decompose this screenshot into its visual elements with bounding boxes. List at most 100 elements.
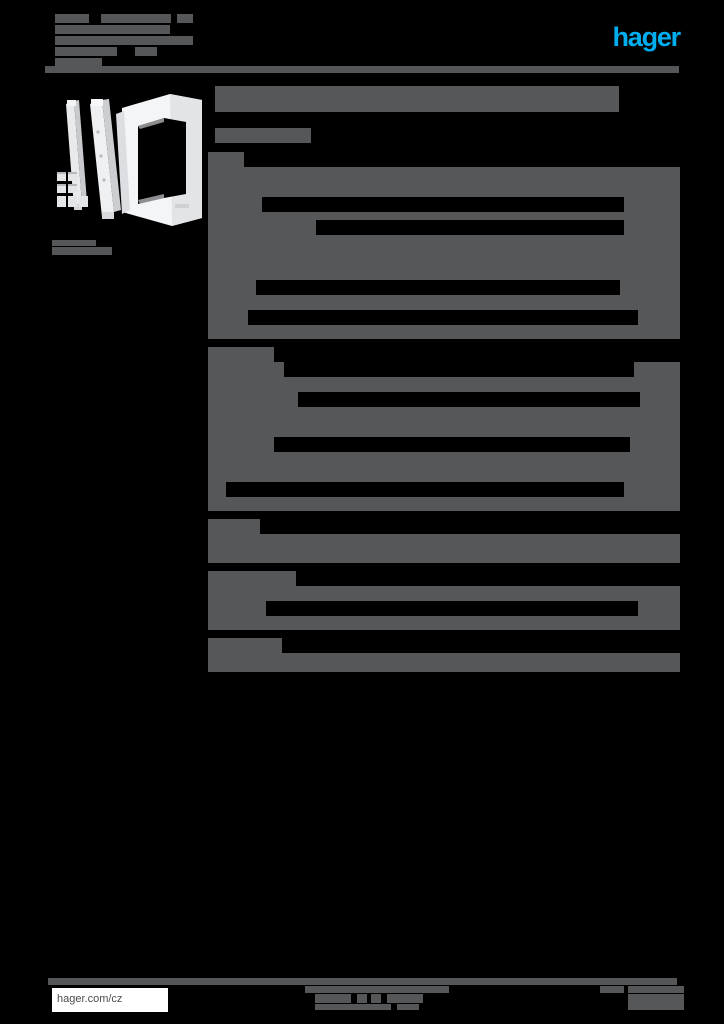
header-meta-line-6 [135,47,157,56]
spec-row-label [208,220,316,235]
table-row [208,549,680,563]
table-row [208,437,680,452]
header-meta-line-2 [177,14,193,23]
table-row [208,250,680,265]
table-row [208,265,680,280]
page-subtitle [215,128,311,143]
specification-table [208,152,680,672]
table-row [208,452,680,467]
footer-center-line-2 [357,994,367,1003]
footer-page-number [600,986,715,1010]
spec-row-label [208,310,248,325]
footer-right-line-2 [628,994,684,1010]
spec-row-leader [256,280,620,295]
footer-right-line-1 [628,986,684,993]
spec-group-gap [208,511,680,519]
table-row [208,392,680,407]
spec-row-label [208,497,458,511]
product-photo [52,86,202,232]
spec-group-heading [208,519,680,534]
spec-row-label [208,182,348,197]
header-meta-block [55,14,195,66]
spec-group-heading-text [208,152,244,167]
footer-center-line-3 [371,994,381,1003]
spec-group-heading-text [208,519,260,534]
footer-center-line-4 [387,994,423,1003]
footer-center-line-1 [315,994,351,1003]
spec-row-leader [316,220,624,235]
spec-row-value [624,197,680,212]
spec-group [208,586,680,630]
spec-row-label [208,549,468,563]
spec-row-label [208,377,284,392]
spec-row-label [208,437,274,452]
table-row [208,362,680,377]
product-caption [52,240,157,256]
table-row [208,497,680,511]
footer-center-line-5 [315,1004,391,1010]
spec-group-gap [208,339,680,347]
footer-divider [48,978,677,985]
spec-group [208,362,680,511]
spec-row-label [208,325,413,339]
spec-row-label [208,280,256,295]
spec-group-heading [208,347,680,362]
table-row [208,212,680,220]
spec-group-heading-text [208,347,274,362]
spec-group-heading-text [208,638,282,653]
spec-group [208,167,680,339]
spec-row-label [208,250,328,265]
page-title-text [215,86,619,112]
table-row [208,220,680,235]
spec-row-label [208,467,448,482]
spec-row-leader [226,482,624,497]
table-row [208,586,680,601]
spec-row-leader [266,601,638,616]
header-meta-line-0 [55,14,89,23]
table-row [208,167,680,182]
spec-group-heading-text [208,571,296,586]
header-divider [45,66,679,73]
spec-row-value [630,437,680,452]
spec-row-label [208,295,418,310]
table-row [208,653,680,672]
spec-row-label [208,362,284,377]
spec-row-label [208,653,338,672]
footer-center-line-0 [305,986,449,993]
spec-row-label [208,601,266,616]
spec-row-value [638,601,680,616]
hager-logo[interactable]: hager [612,22,681,52]
table-row [208,534,680,549]
spec-group [208,534,680,563]
table-row [208,422,680,437]
spec-row-label [208,392,298,407]
spec-row-leader [298,392,640,407]
table-row [208,310,680,325]
footer-url-link[interactable]: hager.com/cz [57,993,123,1005]
table-row [208,601,680,616]
table-row [208,295,680,310]
footer-right-line-0 [600,986,624,993]
spec-group [208,653,680,672]
spec-row-label [208,212,224,220]
product-caption-line-0 [52,240,96,246]
spec-row-label [208,197,262,212]
spec-group-heading [208,152,680,167]
spec-row-label [208,534,232,549]
spec-row-label [208,265,358,280]
spec-row-label [208,407,268,422]
spec-row-value [634,362,680,377]
table-row [208,377,680,392]
table-row [208,407,680,422]
spec-row-leader [262,197,624,212]
spec-row-value [624,220,680,235]
header-meta-line-5 [55,47,117,56]
footer-url-box[interactable]: hager.com/cz [52,988,168,1012]
spec-group-heading [208,571,680,586]
table-row [208,616,680,630]
spec-row-value [620,280,680,295]
footer-center-text [305,986,455,1010]
spec-row-label [208,235,300,250]
spec-row-label [208,616,238,630]
